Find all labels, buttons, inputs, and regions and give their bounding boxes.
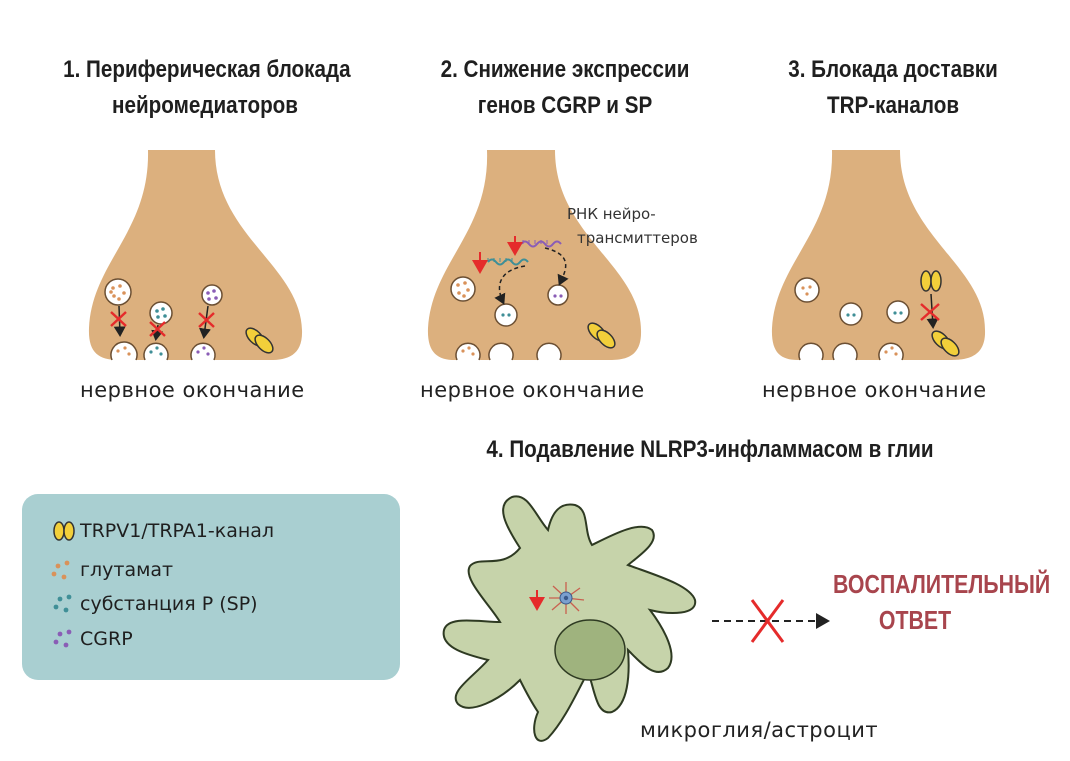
legend-label-glutamate: глутамат	[80, 559, 174, 581]
panel3-fused-vesicles	[798, 342, 904, 361]
panel4-title: 4. Подавление NLRP3-инфламмасом в глии	[469, 432, 951, 468]
legend-label-cgrp: CGRP	[80, 628, 133, 650]
panel2-rna-strands	[487, 240, 562, 266]
legend-label-sp: субстанция Р (SP)	[80, 593, 258, 615]
rna-label-line2: трансмиттеров	[577, 229, 698, 247]
panel1-fused-vesicles	[110, 341, 216, 361]
legend-item-glutamate: глутамат	[80, 555, 173, 585]
panel1-caption: нервное окончание	[80, 378, 305, 402]
glutamate-dots-icon	[51, 560, 70, 580]
legend-box	[22, 494, 400, 680]
panel2-empty-vesicle-2	[547, 284, 569, 306]
panel2-title-line1: 2. Снижение экспрессии	[440, 56, 690, 83]
panel3-vesicles	[794, 277, 910, 326]
panel1-block-x-marks	[110, 311, 215, 337]
panel2-title: 2. Снижение экспрессии генов CGRP и SP	[423, 52, 707, 124]
panel1-cgrp-vesicle	[201, 284, 223, 306]
panel1-nerve-terminal	[88, 150, 303, 360]
panel1-trp-channel	[245, 327, 274, 354]
panel3-title-line2: TRP-каналов	[826, 92, 960, 119]
panel2-caption: нервное окончание	[420, 378, 645, 402]
panel3-caption: нервное окончание	[762, 378, 987, 402]
legend-item-trp: TRPV1/TRPA1-канал	[80, 516, 274, 546]
response-line1: ВОСПАЛИТЕЛЬНЫЙ	[833, 569, 1051, 599]
panel3-internal-trp-channel	[920, 270, 942, 292]
legend-item-cgrp: CGRP	[80, 624, 133, 654]
panel2-glutamate-vesicle	[450, 276, 476, 302]
sp-dots-icon	[53, 594, 72, 613]
panel4-title-text: 4. Подавление NLRP3-инфламмасом в глии	[486, 436, 934, 463]
panel2-dashed-arrows	[494, 247, 569, 305]
nlrp3-inflammasome-icon	[549, 582, 585, 614]
legend-item-sp: субстанция Р (SP)	[80, 589, 258, 619]
panel3-title: 3. Блокада доставки TRP-каналов	[768, 52, 1017, 124]
panel3-nerve-terminal	[771, 150, 986, 360]
legend-label-trp: TRPV1/TRPA1-канал	[80, 520, 275, 542]
panel2-fused-vesicles	[455, 342, 562, 361]
panel2-red-down-arrows	[472, 236, 523, 274]
panel3-title-line1: 3. Блокада доставки	[788, 56, 998, 83]
rna-label: РНК нейро- трансмиттеров	[567, 202, 698, 250]
cgrp-dots-icon	[53, 629, 72, 648]
glia-nucleus	[554, 619, 626, 681]
panel2-title-line2: генов CGRP и SP	[477, 92, 653, 119]
glia-caption: микроглия/астроцит	[640, 718, 879, 742]
glia-cell	[442, 495, 697, 742]
panel2-empty-vesicle-1	[494, 303, 518, 327]
panel2-nerve-terminal	[427, 150, 642, 360]
inflammatory-response-label: ВОСПАЛИТЕЛЬНЫЙ ОТВЕТ	[833, 566, 1051, 638]
response-line2: ОТВЕТ	[878, 605, 952, 635]
panel1-title-line2: нейромедиаторов	[112, 92, 298, 119]
panel1-title-line1: 1. Периферическая блокада	[63, 56, 351, 83]
panel3-membrane-trp-channel	[931, 330, 960, 357]
panel2-trp-channel	[587, 322, 616, 349]
inflammation-block-x-mark	[750, 599, 785, 643]
rna-label-line1: РНК нейро-	[567, 205, 656, 223]
panel1-sp-vesicle	[149, 301, 173, 325]
panel1-title: 1. Периферическая блокада нейромедиаторо…	[63, 52, 351, 124]
trp-channel-icon	[53, 521, 75, 541]
panel3-block-x-mark	[920, 303, 940, 321]
panel1-glutamate-vesicle	[104, 278, 132, 306]
